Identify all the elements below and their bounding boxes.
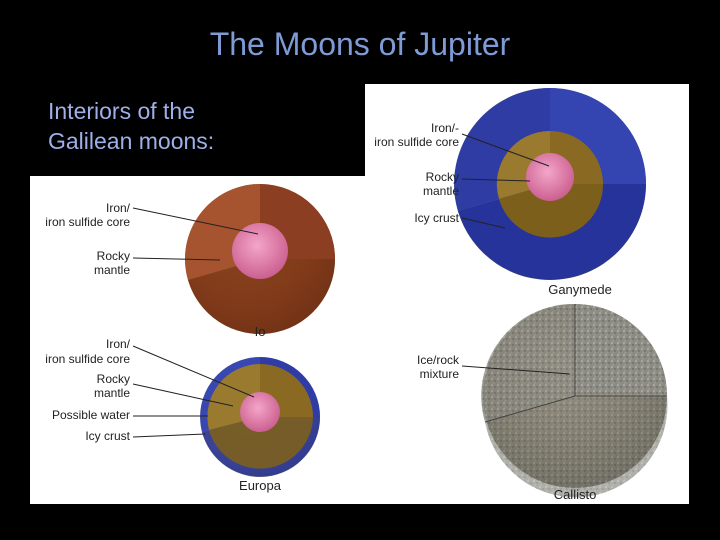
europa-core	[240, 392, 280, 432]
ganymede-label-mantle-2: mantle	[423, 184, 459, 198]
io-europa-diagram: Iron/ iron sulfide core Rocky mantle Io …	[45, 184, 335, 493]
ganymede-label-mantle-1: Rocky	[426, 170, 459, 184]
europa-sphere	[200, 357, 320, 477]
io-label-core-1: Iron/	[106, 201, 131, 215]
io-core	[232, 223, 288, 279]
europa-name: Europa	[239, 478, 282, 493]
europa-label-water: Possible water	[52, 408, 130, 422]
ganymede-callisto-panel: Iron/- iron sulfide core Rocky mantle Ic…	[365, 84, 689, 504]
io-europa-panel: Iron/ iron sulfide core Rocky mantle Io …	[30, 176, 370, 504]
io-name: Io	[255, 324, 266, 339]
ganymede-sphere	[454, 88, 646, 280]
ganymede-label-core-1: Iron/-	[431, 121, 459, 135]
ganymede-name: Ganymede	[548, 282, 612, 297]
slide-subtitle: Interiors of the Galilean moons:	[48, 96, 214, 156]
europa-label-crust: Icy crust	[85, 429, 130, 443]
callisto-name: Callisto	[554, 487, 597, 502]
ganymede-callisto-diagram: Iron/- iron sulfide core Rocky mantle Ic…	[374, 88, 668, 502]
ganymede-label-crust: Icy crust	[414, 211, 459, 225]
subtitle-line-2: Galilean moons:	[48, 128, 215, 154]
ganymede-label-core-2: iron sulfide core	[374, 135, 459, 149]
ganymede-core	[526, 153, 574, 201]
io-label-core-2: iron sulfide core	[45, 215, 130, 229]
europa-label-mantle-2: mantle	[94, 386, 130, 400]
callisto-label-mix-2: mixture	[420, 367, 460, 381]
callisto-label-mix-1: Ice/rock	[417, 353, 460, 367]
callisto-sphere	[481, 303, 668, 498]
io-label-mantle-2: mantle	[94, 263, 130, 277]
europa-label-mantle-1: Rocky	[97, 372, 130, 386]
io-sphere	[184, 184, 335, 334]
slide-title: The Moons of Jupiter	[209, 26, 511, 62]
europa-label-core-2: iron sulfide core	[45, 352, 130, 366]
io-label-mantle-1: Rocky	[97, 249, 130, 263]
subtitle-line-1: Interiors of the	[48, 98, 196, 124]
europa-label-core-1: Iron/	[106, 337, 131, 351]
